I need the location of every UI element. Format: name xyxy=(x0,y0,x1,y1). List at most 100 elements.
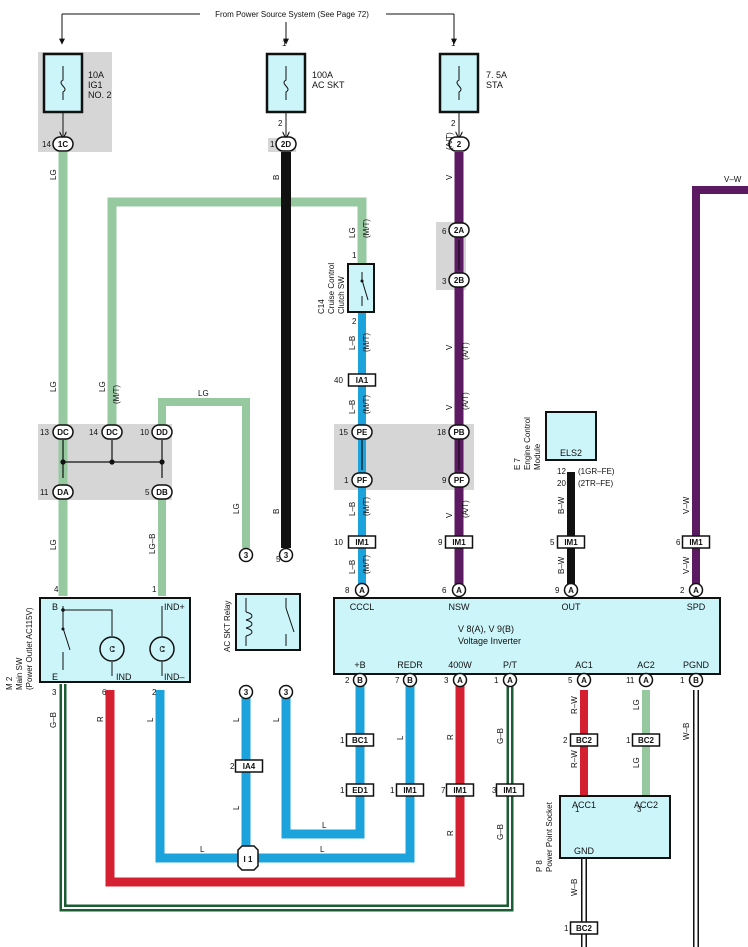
svg-text:NSW: NSW xyxy=(449,602,471,612)
wire-red-400w xyxy=(105,682,465,887)
wire-color-label: (M/T) xyxy=(362,497,371,516)
wire-color-label: (M/T) xyxy=(112,385,121,404)
svg-text:400W: 400W xyxy=(448,660,472,670)
wire-color-label: V–W xyxy=(682,556,691,574)
wire-blue-l3 xyxy=(281,682,365,839)
connector-label: A xyxy=(359,586,365,595)
pin-number: 18 xyxy=(437,428,446,437)
pin-number: 1 xyxy=(680,676,685,685)
pin-number: 8 xyxy=(345,586,350,595)
pin-number: 7 xyxy=(395,676,400,685)
connector-cIM1b: IM1 xyxy=(444,535,474,549)
pin-number: 11 xyxy=(626,676,635,685)
connector-label: IM1 xyxy=(355,538,369,547)
connector-label: IM1 xyxy=(452,538,466,547)
connector-cA4: A xyxy=(688,582,704,598)
pin-number: 2 xyxy=(451,119,456,128)
connector-cA5: A xyxy=(452,672,468,688)
connector-label: 2 xyxy=(457,140,462,149)
wire-color-label: R xyxy=(446,734,455,740)
svg-text:SPD: SPD xyxy=(687,602,706,612)
connector-label: IM1 xyxy=(689,538,703,547)
engine-control-module: ELS2 E 7 Engine Control Module 12 (1GR–F… xyxy=(513,411,615,488)
connector-label: 2D xyxy=(281,140,291,149)
connector-label: PB xyxy=(453,428,464,437)
connector-cPE: PE xyxy=(351,424,373,440)
connector-cIM1e: IM1 xyxy=(395,783,425,797)
connector-label: BC2 xyxy=(576,736,593,745)
connector-cBC1: BC1 xyxy=(345,733,375,747)
svg-text:12: 12 xyxy=(557,467,566,476)
connector-cB2: B xyxy=(402,672,418,688)
pin-number: 14 xyxy=(42,140,51,149)
wire-color-label: R xyxy=(446,830,455,836)
svg-text:Module: Module xyxy=(533,443,542,470)
pin-number: 1 xyxy=(352,251,357,260)
wire-color-label: L xyxy=(200,845,205,854)
wire-lg-relay xyxy=(158,398,250,548)
wire-color-label: (A/T) xyxy=(461,500,470,518)
connector-label: 1C xyxy=(58,140,68,149)
svg-text:OUT: OUT xyxy=(562,602,582,612)
svg-text:I 1: I 1 xyxy=(244,855,253,864)
connector-label: DC xyxy=(106,428,118,437)
pin-number: 2 xyxy=(352,317,357,326)
wire-color-label: V–W xyxy=(682,496,691,514)
wire-color-label: G–B xyxy=(496,728,505,744)
svg-text:E 7: E 7 xyxy=(513,457,522,470)
connector-cA3: A xyxy=(563,582,579,598)
pin-number: 1 xyxy=(564,924,569,933)
connector-label: IA1 xyxy=(356,376,369,385)
wire-color-label: V xyxy=(445,404,454,410)
pin-number: 10 xyxy=(334,538,343,547)
svg-text:E: E xyxy=(52,672,58,682)
wire-color-label: L–B xyxy=(348,400,357,414)
connector-label: BC2 xyxy=(638,736,655,745)
pin-number: 6 xyxy=(442,586,447,595)
connector-c3a: 3 xyxy=(238,547,254,563)
pin-number: 3 xyxy=(442,277,447,286)
wire-color-label: B xyxy=(272,509,281,514)
connector-label: A xyxy=(568,586,574,595)
svg-text:NO. 2: NO. 2 xyxy=(88,90,112,100)
pin-number: 1 xyxy=(340,736,345,745)
svg-text:(1GR–FE): (1GR–FE) xyxy=(578,467,615,476)
wire-color-label: (M/T) xyxy=(362,333,371,352)
svg-text:20: 20 xyxy=(557,479,566,488)
connector-label: PF xyxy=(454,476,464,485)
connector-label: DA xyxy=(57,488,69,497)
svg-text:100A: 100A xyxy=(312,70,333,80)
pin-number: 3 xyxy=(52,688,57,697)
wire-color-label: (A/T) xyxy=(445,132,454,150)
wire-color-label: (A/T) xyxy=(461,392,470,410)
main-sw-power-outlet: B E IND+ IND– IND ⵛ ⵛ M 2 Main SW (Power… xyxy=(5,597,191,690)
connector-cA8: A xyxy=(638,672,654,688)
wire-color-label: B–W xyxy=(557,556,566,574)
wire-color-label: L xyxy=(272,717,281,722)
svg-text:AC SKT Relay: AC SKT Relay xyxy=(223,601,232,652)
pin-number: 2 xyxy=(230,762,235,771)
pin-number: 1 xyxy=(390,786,395,795)
connector-cA6: A xyxy=(502,672,518,688)
wire-color-label: (M/T) xyxy=(362,219,371,238)
fuse-7-5a: 7. 5A STA xyxy=(438,52,507,138)
connector-cA2: A xyxy=(451,582,467,598)
svg-text:V 8(A), V 9(B): V 8(A), V 9(B) xyxy=(458,624,514,634)
pin-number: 1 xyxy=(152,585,157,594)
connector-label: A xyxy=(581,676,587,685)
connector-label: BC2 xyxy=(576,924,593,933)
connector-label: 2A xyxy=(454,226,464,235)
splice-lines xyxy=(60,240,460,478)
connector-label: IA4 xyxy=(243,762,256,771)
wire-color-label: LG xyxy=(198,389,209,398)
pin-number: 5 xyxy=(145,488,150,497)
connector-c2A: 2A xyxy=(448,222,470,238)
connector-cIM1c: IM1 xyxy=(556,535,586,549)
wire-color-label: V–W xyxy=(724,175,742,184)
wire-color-label: LG xyxy=(632,757,641,768)
connector-cDB: DB xyxy=(151,484,173,500)
connector-c1C: 1C xyxy=(52,136,74,152)
pin-number: 9 xyxy=(442,476,447,485)
